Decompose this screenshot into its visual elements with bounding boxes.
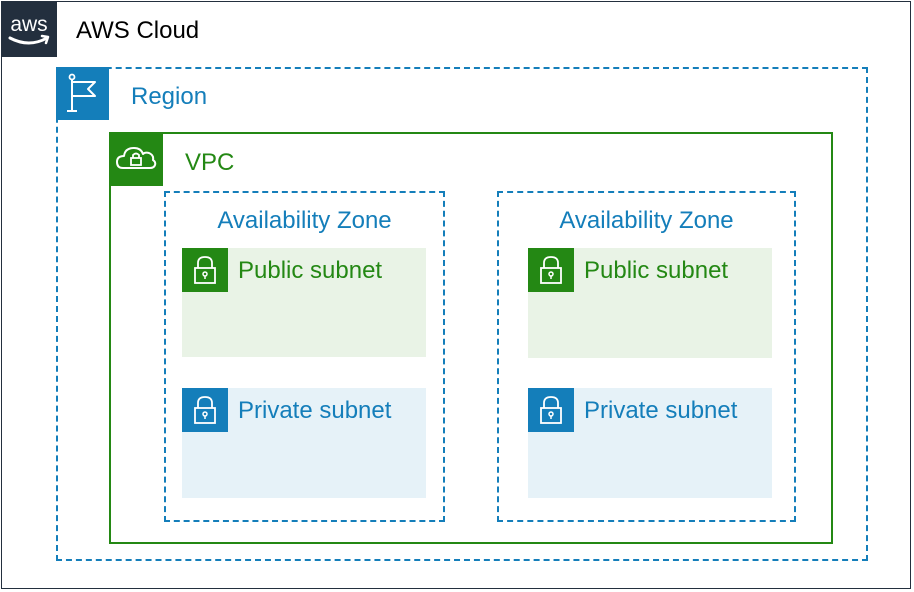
availability-zone-group [497, 191, 796, 522]
public-subnet-group: Public subnet [528, 248, 772, 358]
private-subnet-label: Private subnet [238, 397, 392, 424]
aws-logo-icon: aws [1, 1, 57, 57]
availability-zone-title: Availability Zone [217, 207, 392, 234]
vpc-title: VPC [185, 149, 235, 176]
aws-cloud-title: AWS Cloud [76, 17, 200, 44]
padlock-icon [528, 248, 574, 292]
private-subnet-label: Private subnet [584, 397, 738, 424]
flag-icon [56, 67, 109, 120]
padlock-icon [182, 248, 228, 292]
padlock-icon [528, 388, 574, 432]
public-subnet-label: Public subnet [584, 257, 729, 284]
private-subnet-group: Private subnet [528, 388, 772, 498]
region-title: Region [131, 83, 208, 110]
region-group [56, 67, 868, 561]
availability-zone-group [164, 191, 445, 522]
availability-zone-title: Availability Zone [559, 207, 734, 234]
public-subnet-group: Public subnet [182, 248, 426, 357]
aws-logo-text: aws [10, 13, 47, 36]
cloud-lock-icon [109, 132, 163, 186]
padlock-icon [182, 388, 228, 432]
private-subnet-group: Private subnet [182, 388, 426, 498]
vpc-group [109, 132, 833, 544]
public-subnet-label: Public subnet [238, 257, 383, 284]
